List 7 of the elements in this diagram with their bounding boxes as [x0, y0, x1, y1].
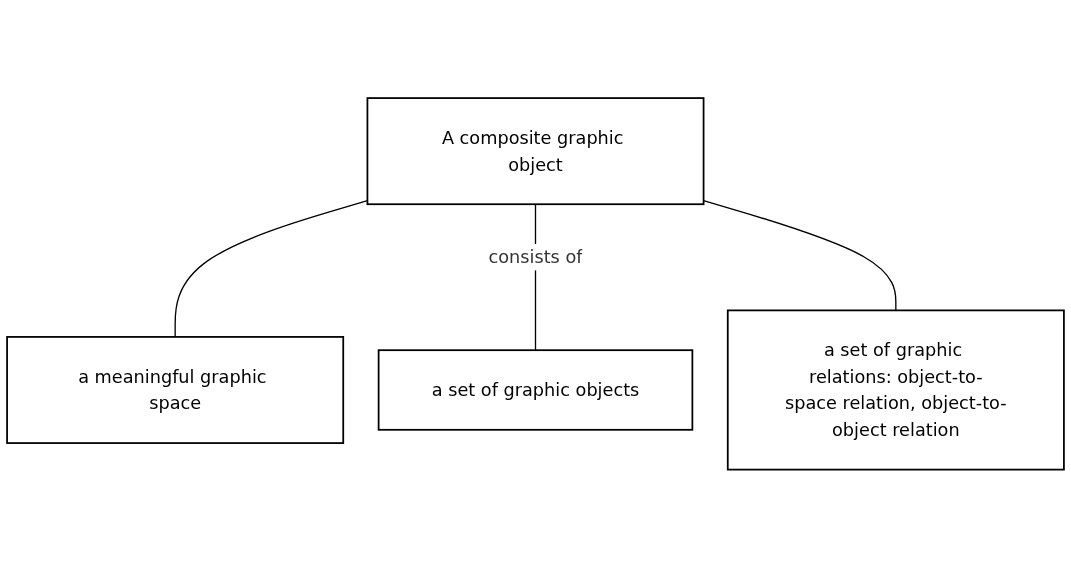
connector: [702, 199, 897, 311]
node-box: a meaningful graphic space: [6, 335, 345, 444]
node-box: a set of graphic objects: [377, 348, 694, 431]
node-box: A composite graphic object: [366, 96, 705, 205]
node-box: a set of graphic relations: object-to-space relation, object-to-object relation: [726, 309, 1065, 471]
connector: [174, 199, 369, 338]
edge-label: consists of: [488, 246, 583, 268]
